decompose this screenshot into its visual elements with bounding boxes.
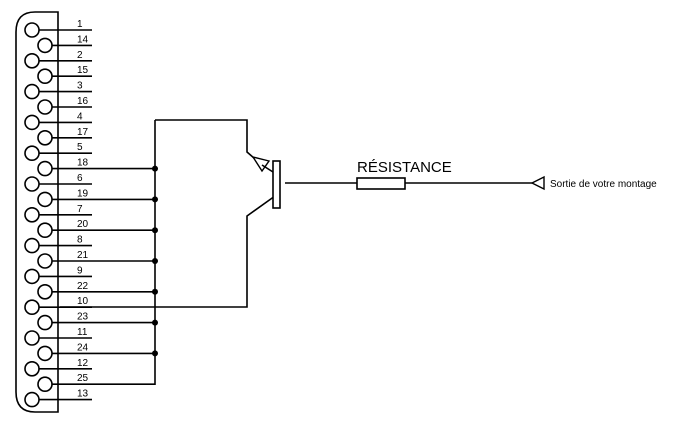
junction-dots: [152, 165, 158, 357]
pin-circle: [24, 268, 40, 285]
pin-label-22: 22: [77, 281, 89, 292]
pin-label-7: 7: [77, 204, 83, 215]
pin-label-16: 16: [77, 96, 89, 107]
pin-label-21: 21: [77, 250, 89, 261]
pin-label-13: 13: [77, 389, 89, 400]
pin-label-12: 12: [77, 358, 89, 369]
pin-circle: [24, 237, 40, 254]
transistor-symbol: [251, 155, 281, 209]
pin-circle: [37, 314, 53, 331]
junction-dot: [152, 350, 158, 357]
output-label: Sortie de votre montage: [550, 179, 657, 190]
junction-dot: [152, 165, 158, 172]
pin-label-18: 18: [77, 158, 89, 169]
pin10-to-collector-wire: [60, 195, 276, 308]
pin-circle: [24, 360, 40, 377]
pin-circle: [37, 37, 53, 54]
pin-label-20: 20: [77, 219, 89, 230]
junction-dot: [152, 319, 158, 326]
pin-circle: [24, 83, 40, 100]
pin-label-15: 15: [77, 65, 89, 76]
pin-label-17: 17: [77, 127, 89, 138]
pin-circle: [37, 130, 53, 146]
wiring: [60, 119, 532, 385]
pin-circle: [37, 222, 53, 238]
junction-dot: [152, 258, 158, 264]
junction-dot: [152, 227, 158, 234]
pin-label-9: 9: [77, 265, 83, 276]
pin-label-24: 24: [77, 342, 89, 353]
pin-circle: [37, 376, 53, 393]
pin-circle: [37, 160, 53, 177]
pin-circle: [37, 345, 53, 362]
pin-circle: [37, 253, 53, 269]
pin-label-11: 11: [77, 327, 88, 338]
resistor-label: RÉSISTANCE: [357, 159, 452, 176]
pin-label-3: 3: [77, 81, 83, 92]
pin-label-6: 6: [77, 173, 83, 184]
pin-circle: [24, 207, 40, 223]
pin-label-8: 8: [77, 235, 83, 246]
junction-dot: [152, 288, 158, 295]
pin-circle: [37, 99, 53, 115]
pin-circle: [24, 176, 40, 192]
pin-label-4: 4: [77, 111, 83, 122]
output-terminal-arrow: [530, 175, 545, 191]
pin-circle: [24, 52, 40, 69]
connector-pins: 1234567891011121314151617181920212223242…: [24, 19, 155, 408]
pin-circle: [37, 191, 53, 208]
bus-to-emitter-wire: [155, 119, 263, 166]
pin-circle: [24, 114, 40, 131]
pin-label-5: 5: [77, 142, 83, 153]
pin-circle: [24, 391, 40, 408]
pin-label-2: 2: [77, 50, 83, 61]
pin-circle: [37, 283, 53, 300]
pin-circle: [24, 330, 40, 346]
pin-label-25: 25: [77, 373, 89, 384]
pin-circle: [24, 299, 40, 316]
resistor-symbol: [356, 177, 406, 190]
db25-connector-shell: [15, 11, 59, 413]
emitter-arrow: [251, 155, 271, 173]
pin-label-19: 19: [77, 188, 89, 199]
pin-label-23: 23: [77, 312, 89, 323]
pin-label-10: 10: [77, 296, 89, 307]
transistor-base-bar: [272, 160, 281, 209]
emitter-lead: [261, 164, 274, 173]
pin-circle: [24, 145, 40, 161]
pin-circle: [37, 68, 53, 84]
pin-label-14: 14: [77, 34, 89, 45]
junction-dot: [152, 196, 158, 203]
pin-label-1: 1: [77, 19, 83, 30]
pin-circle: [24, 22, 40, 38]
